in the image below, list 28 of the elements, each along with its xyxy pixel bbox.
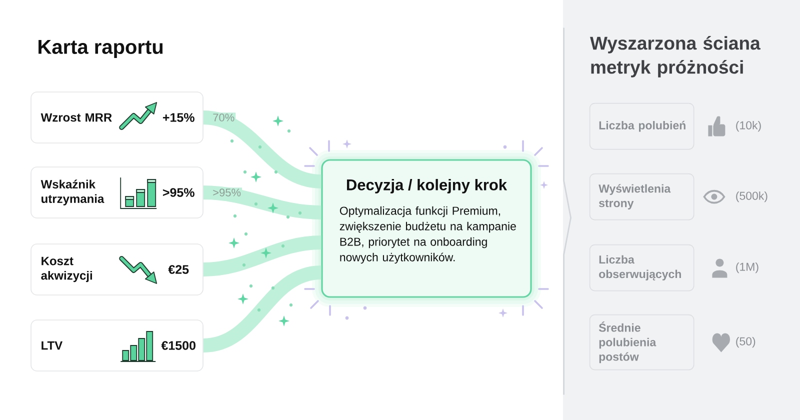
- box-text: Optymalizacja funkcji Premium, zwiększenie budżetu na kampanie B2B, priorytet na onboarding nowych użytkowników.: [340, 206, 516, 264]
- metric-value: €1500: [161, 341, 196, 350]
- edge-label: >95%: [212, 188, 242, 198]
- metric-label: LTV: [42, 341, 62, 350]
- metric-label: Wzrost MRR: [40, 113, 112, 122]
- metric-value: (1M): [736, 262, 758, 274]
- decision-box: [312, 150, 541, 307]
- metric-label: Wyświetlenia strony: [598, 184, 671, 210]
- metric-value: >95%: [162, 188, 194, 197]
- edge-label: 70%: [212, 112, 236, 122]
- metric-label: Wskaźnik utrzymania: [40, 180, 104, 206]
- metric-card: [30, 92, 204, 144]
- metric-value: (50): [736, 336, 756, 348]
- box-title: Decyzja / kolejny krok: [347, 178, 508, 194]
- metric-value: +15%: [162, 113, 194, 122]
- metric-value: (500k): [736, 191, 768, 202]
- metric-label: Koszt akwizycji: [41, 256, 92, 282]
- metric-label: Liczba obserwujących: [599, 255, 681, 280]
- metric-card: [30, 166, 204, 218]
- metric-card: [30, 320, 204, 372]
- metric-label: Średnie polubienia postów: [598, 322, 656, 364]
- metric-label: Liczba polubień: [599, 120, 686, 132]
- panel-heading: Wyszarzona ściana metryk próżności: [590, 36, 760, 78]
- metric-value: (10k): [736, 120, 761, 132]
- metric-card: [30, 244, 204, 296]
- flow-ribbon: [203, 186, 322, 220]
- heading: Karta raportu: [38, 40, 163, 58]
- metric-value: €25: [168, 265, 189, 274]
